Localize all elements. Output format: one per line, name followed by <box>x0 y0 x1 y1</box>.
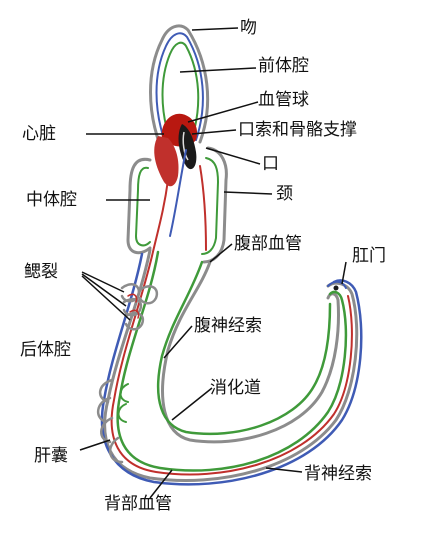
label-mesocoel: 中体腔 <box>26 190 77 210</box>
leader-bei-shen-jing-suo <box>265 467 303 473</box>
leader-kou <box>205 147 261 165</box>
label-ventral-vessel: 腹部血管 <box>234 234 302 254</box>
label-digestive-tract: 消化道 <box>210 378 261 398</box>
hepatic-sac <box>117 403 127 423</box>
leader-xue-guan-qiu <box>187 101 259 123</box>
leader-fu-bu-xue-guan <box>209 243 233 263</box>
body-inner-outline <box>161 260 340 444</box>
label-dorsal-nerve-cord: 背神经索 <box>304 464 372 484</box>
hepatic-sac <box>97 396 112 424</box>
heart-shape <box>154 136 179 187</box>
hepatic-sac <box>109 436 124 464</box>
gill-slit <box>124 312 145 331</box>
label-hepatic-sac: 肝囊 <box>34 446 68 466</box>
leader-fu-shen-jing-suo <box>163 325 193 359</box>
proboscis-blue-line <box>155 32 204 143</box>
label-gill-slits: 鳃裂 <box>24 262 58 282</box>
label-collar: 颈 <box>276 184 293 204</box>
label-heart: 心脏 <box>22 124 56 144</box>
leader-gang-men <box>341 261 347 285</box>
leader-jing <box>223 191 273 195</box>
gut-line-inner <box>156 260 332 436</box>
dorsal-blue-collar <box>169 149 187 237</box>
body-outer-outline <box>103 248 359 482</box>
label-anus: 肛门 <box>352 246 386 266</box>
gill-slit <box>138 285 159 305</box>
proboscis <box>149 24 210 147</box>
proboscis-outline <box>149 24 210 147</box>
ventral-vessel-collar <box>199 165 207 251</box>
gill-slits <box>120 283 159 331</box>
notochord-highlight <box>182 131 189 161</box>
dorsal-nerve-line <box>100 252 363 486</box>
collar-right-green <box>201 157 219 255</box>
leader-wen <box>191 27 239 31</box>
leader-lines <box>79 27 347 499</box>
label-ventral-nerve-cord: 腹神经索 <box>194 316 262 336</box>
leader-qian-ti-qiang <box>179 67 257 73</box>
leader-bei-bu-xue-guan <box>149 469 173 499</box>
collar-left-green <box>135 166 151 247</box>
gill-slit <box>127 293 138 303</box>
label-proboscis: 吻 <box>240 18 257 38</box>
leader-kou-suo <box>191 129 237 135</box>
hepatic-sac <box>119 383 129 403</box>
trunk <box>97 149 363 486</box>
leader-xiao-hua-dao <box>171 387 213 421</box>
collar-left-outline <box>126 157 152 255</box>
label-metacoel: 后体腔 <box>20 340 71 360</box>
anus-tip <box>327 280 347 289</box>
leader-sai-lie-3 <box>81 275 131 321</box>
label-mouth: 口 <box>262 154 279 174</box>
leader-sai-lie-2 <box>81 273 127 307</box>
leader-sai-lie-1 <box>81 271 125 293</box>
label-dorsal-vessel: 背部血管 <box>104 494 172 514</box>
hepatic-sacs <box>97 378 129 464</box>
label-stomochord-skeleton: 口索和骨骼支撑 <box>238 120 357 140</box>
leader-gan-nang <box>79 439 111 451</box>
gut-line-outer <box>116 250 348 472</box>
gill-slit <box>129 309 140 319</box>
proboscis-green-line <box>161 41 200 141</box>
label-protocoel: 前体腔 <box>258 56 309 76</box>
blood-vessel-line <box>110 179 353 476</box>
anus-opening <box>333 285 339 291</box>
label-glomerulus: 血管球 <box>258 90 309 110</box>
